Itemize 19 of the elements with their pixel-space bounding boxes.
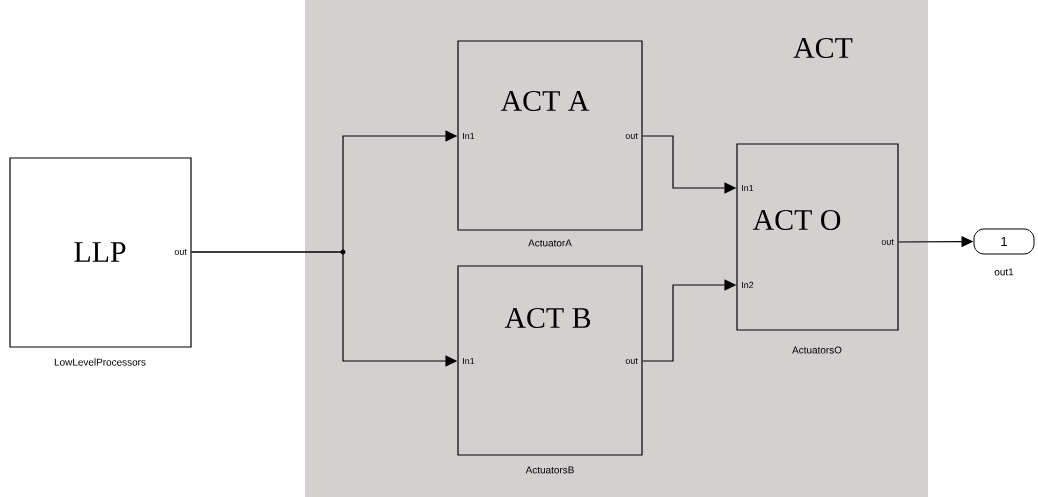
block-title: ACT A: [500, 90, 590, 112]
port-label: In1: [463, 132, 475, 140]
port-label: out: [625, 358, 638, 364]
block-title: LLP: [74, 242, 126, 262]
port-number: 1: [1001, 237, 1007, 246]
block-caption: ActuatorA: [528, 239, 572, 247]
block-title: ACT O: [752, 209, 841, 231]
block-title: ACT: [793, 37, 853, 59]
block-title: ACT B: [504, 307, 591, 329]
block-caption: LowLevelProcessors: [54, 358, 146, 366]
port-label: In1: [742, 184, 754, 192]
port-label: In2: [742, 281, 754, 289]
block-caption: ActuatorsO: [792, 346, 842, 354]
port-label: In1: [463, 357, 475, 365]
port-label: out: [625, 133, 638, 139]
block-caption: out1: [994, 268, 1014, 276]
block-caption: ActuatorsB: [525, 466, 574, 474]
port-label: out: [174, 249, 187, 255]
port-label: out: [881, 239, 894, 245]
